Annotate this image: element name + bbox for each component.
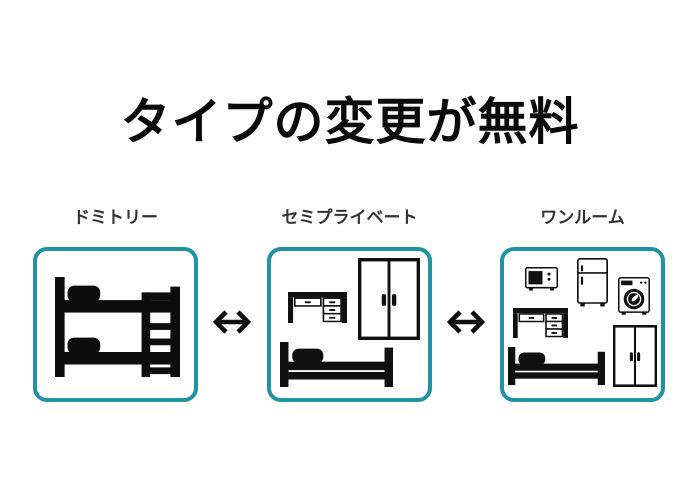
- panel-label-dormitory: ドミトリー: [73, 208, 158, 227]
- panel-label-semi-private: セミプライベート: [281, 208, 418, 227]
- panel-one-room: [500, 247, 665, 402]
- page-title: タイプの変更が無料: [120, 94, 580, 150]
- wardrobe-icon: [358, 258, 420, 340]
- bunk-bed-icon: [55, 277, 180, 377]
- desk-icon: [288, 292, 347, 323]
- single-bed-icon: [508, 347, 605, 385]
- double-arrow-icon: [446, 310, 486, 334]
- washing-machine-icon: [618, 277, 650, 315]
- panel-dormitory: [33, 247, 198, 402]
- microwave-icon: [525, 267, 558, 291]
- wardrobe-icon: [613, 325, 657, 387]
- refrigerator-icon: [577, 258, 608, 307]
- panel-semi-private: [267, 247, 432, 402]
- double-arrow-icon: [212, 310, 252, 334]
- desk-icon: [513, 308, 568, 338]
- panel-label-one-room: ワンルーム: [540, 208, 625, 227]
- single-bed-icon: [280, 342, 393, 387]
